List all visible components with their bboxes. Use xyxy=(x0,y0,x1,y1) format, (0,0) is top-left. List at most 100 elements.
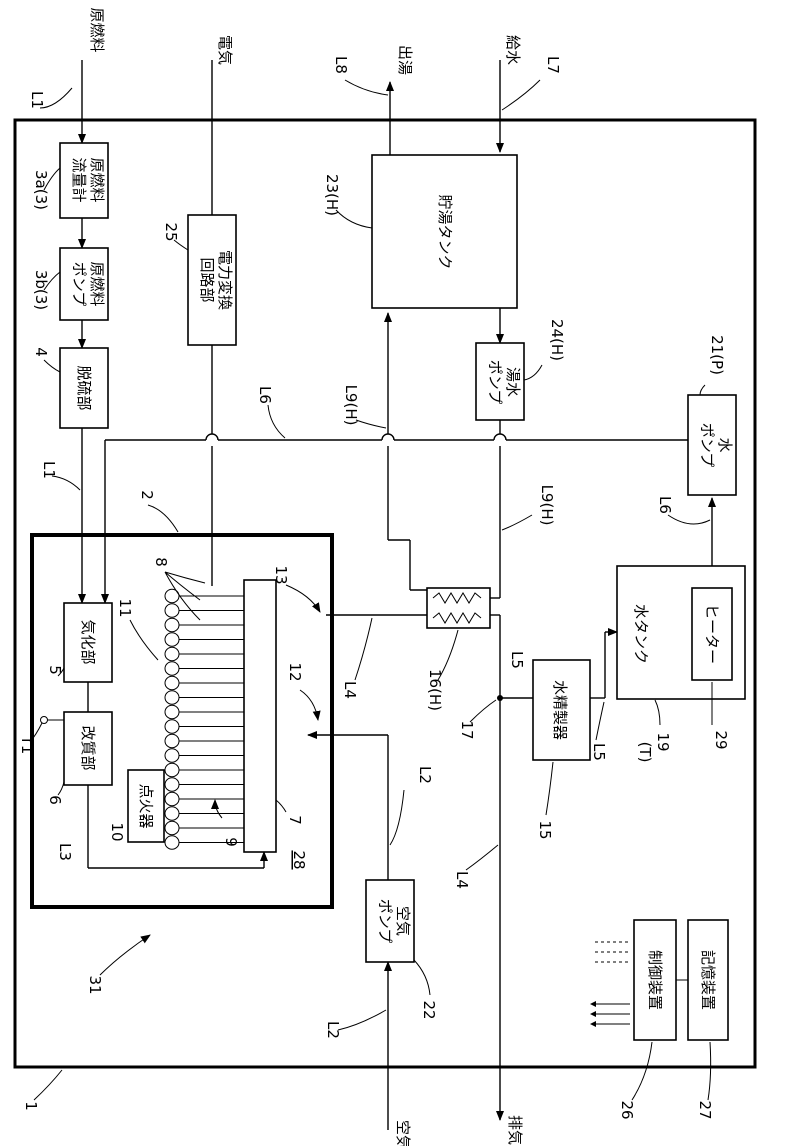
cell-end xyxy=(165,778,179,792)
air-label: 空気 xyxy=(394,1120,412,1146)
ref-15: 15 xyxy=(536,820,554,839)
water-pump: 水 ポンプ xyxy=(688,395,736,495)
hot-water-storage-tank: 貯湯タンク xyxy=(372,155,517,308)
label-L5-b: L5 xyxy=(590,743,608,761)
fuel-flow-meter: 原燃料 流量計 xyxy=(60,143,108,218)
cell-end xyxy=(165,763,179,777)
fuel-meter-label-1: 原燃料 xyxy=(88,157,106,202)
ref-9: 9 xyxy=(222,837,240,847)
hw-pump-label-1: 湯水 xyxy=(504,367,522,397)
ref-17: 17 xyxy=(458,720,476,739)
cell-end xyxy=(165,836,179,850)
water-pump-label-1: 水 xyxy=(716,437,734,452)
label-L1-top: L1 xyxy=(28,91,46,109)
cell-end xyxy=(165,792,179,806)
manifold xyxy=(244,580,276,852)
cell-end xyxy=(165,618,179,632)
ref-29: 29 xyxy=(712,730,730,749)
label-L2-a: L2 xyxy=(416,766,434,784)
cell-end xyxy=(165,633,179,647)
reformer: 改質部 xyxy=(64,712,112,785)
exhaust-label: 排気 xyxy=(506,1115,524,1145)
power-conv-label-2: 回路部 xyxy=(198,257,216,302)
water-tank-label: 水タンク xyxy=(632,604,650,664)
label-L3: L3 xyxy=(56,843,74,861)
label-L6-b: L6 xyxy=(656,496,674,514)
storage-tank-label: 貯湯タンク xyxy=(436,194,454,269)
ref-31: 31 xyxy=(86,975,104,994)
cell-end xyxy=(165,676,179,690)
desulfurizer-label: 脱硫部 xyxy=(75,365,93,410)
water-purifier: 水精製器 xyxy=(533,660,590,760)
cell-end xyxy=(165,647,179,661)
cell-end xyxy=(165,705,179,719)
cell-end xyxy=(165,691,179,705)
ref-12: 12 xyxy=(286,662,304,681)
fuel-meter-label-2: 流量計 xyxy=(70,157,88,202)
desulfurizer: 脱硫部 xyxy=(60,348,108,428)
ref-23: 23(H) xyxy=(323,174,341,216)
cell-stack xyxy=(165,589,244,849)
label-L5-a: L5 xyxy=(508,651,526,669)
electricity-label: 電気 xyxy=(216,35,234,65)
purifier-label: 水精製器 xyxy=(551,680,569,740)
ref-24: 24(H) xyxy=(548,319,566,361)
air-pump-label-1: 空気 xyxy=(394,906,412,936)
control-device: 制御装置 xyxy=(590,920,688,1040)
heat-exchanger xyxy=(427,588,490,628)
fuel-pump: 原燃料 ポンプ xyxy=(60,248,108,320)
vaporizer: 気化部 xyxy=(64,603,112,682)
label-L4-a: L4 xyxy=(341,681,359,699)
cell-end xyxy=(165,807,179,821)
cell-end xyxy=(165,604,179,618)
ref-16: 16(H) xyxy=(426,669,444,711)
cell-end xyxy=(165,720,179,734)
air-pump-label-2: ポンプ xyxy=(376,899,394,944)
hw-pump-label-2: ポンプ xyxy=(486,360,504,405)
water-pump-label-2: ポンプ xyxy=(698,423,716,468)
label-L9-a: L9(H) xyxy=(342,385,360,426)
controller-label: 制御装置 xyxy=(646,950,664,1010)
power-conv-label-1: 電力変換 xyxy=(216,250,234,310)
ref-8: 8 xyxy=(152,557,170,567)
cell-end xyxy=(165,821,179,835)
ref-25: 25 xyxy=(162,222,180,241)
igniter: 点火器 xyxy=(128,770,164,842)
igniter-label: 点火器 xyxy=(137,783,155,828)
cell-end xyxy=(165,749,179,763)
air-pump: 空気 ポンプ xyxy=(366,880,414,962)
vaporizer-label: 気化部 xyxy=(79,619,97,664)
raw-fuel-label: 原燃料 xyxy=(88,7,106,52)
cell-end xyxy=(165,662,179,676)
ref-11: 11 xyxy=(116,598,134,617)
reformer-label: 改質部 xyxy=(79,725,97,770)
label-L4-b: L4 xyxy=(453,871,471,889)
storage-device-label: 記憶装置 xyxy=(699,950,717,1010)
ref-3b: 3b(3) xyxy=(32,270,50,310)
hot-water-pump: 湯水 ポンプ xyxy=(476,343,524,420)
ref-1: 1 xyxy=(22,1101,40,1111)
ref-27: 27 xyxy=(696,1100,714,1119)
heater: ヒーター xyxy=(692,588,732,680)
label-L8: L8 xyxy=(332,56,350,74)
ref-13: 13 xyxy=(272,565,290,584)
ref-21: 21(P) xyxy=(708,335,726,375)
ref-19: 19 xyxy=(654,732,672,751)
ref-2: 2 xyxy=(138,490,156,500)
ref-7: 7 xyxy=(286,815,304,825)
label-L9-b: L9(H) xyxy=(538,485,556,526)
water-supply-label: 給水 xyxy=(504,35,522,65)
ref-22: 22 xyxy=(420,1000,438,1019)
ref-6: 6 xyxy=(46,795,64,805)
hot-water-out-label: 出湯 xyxy=(396,45,414,75)
heater-label: ヒーター xyxy=(703,604,721,664)
ref-5: 5 xyxy=(46,665,64,675)
ref-26: 26 xyxy=(618,1100,636,1119)
ref-3a: 3a(3) xyxy=(32,170,50,210)
cell-end xyxy=(165,734,179,748)
ref-28: 28 xyxy=(290,850,308,869)
ref-4: 4 xyxy=(32,347,50,357)
storage-device: 記憶装置 xyxy=(688,920,728,1040)
ref-10: 10 xyxy=(108,822,126,841)
